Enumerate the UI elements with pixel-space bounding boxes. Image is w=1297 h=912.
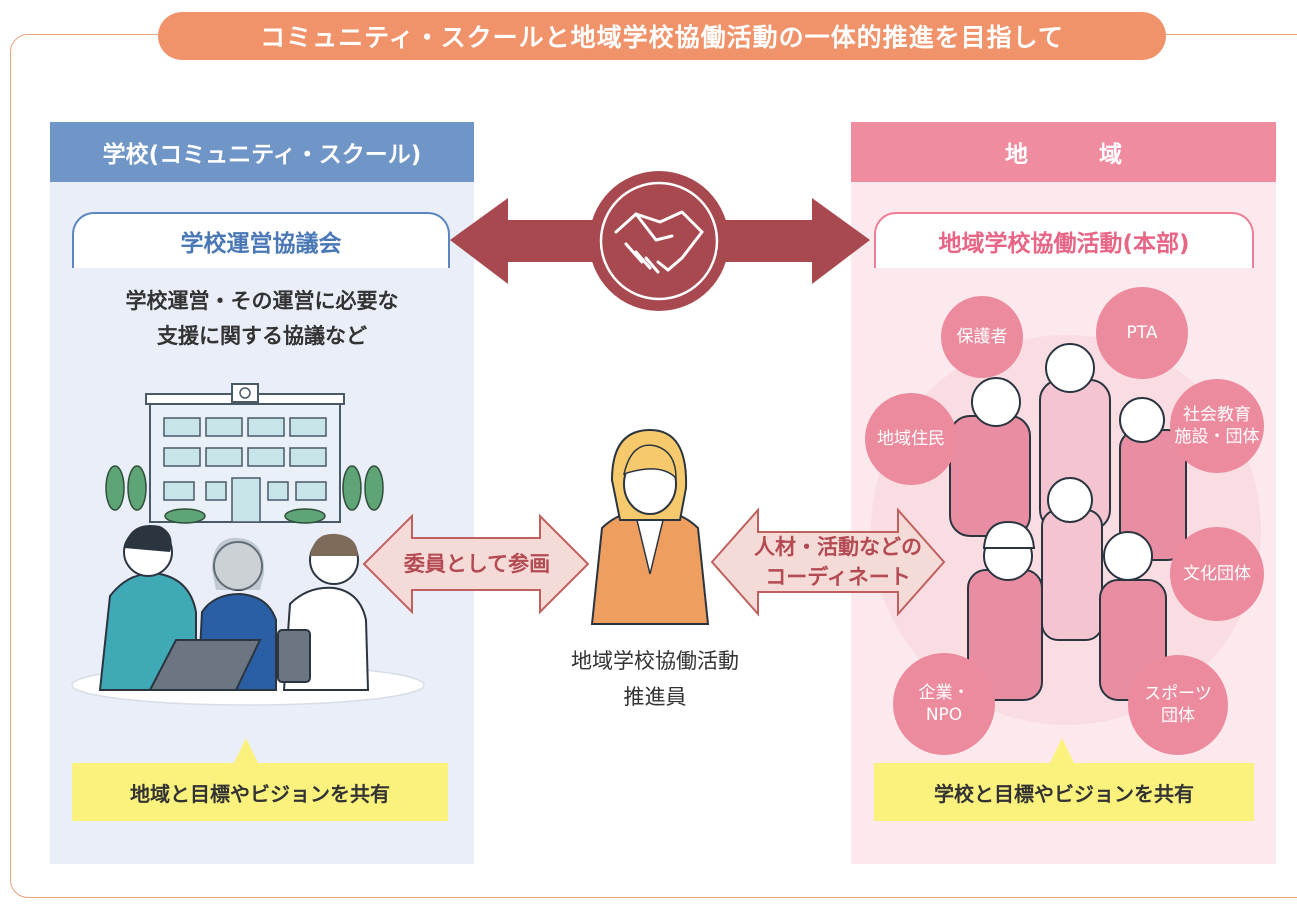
caption-line-2: 推進員 [623,685,687,709]
group-label-line-2: NPO [925,705,963,725]
school-council-title: 学校運営協議会 [72,212,450,268]
coordination-label-line-1: 人材・活動などの [754,535,922,559]
participation-label: 委員として参画 [403,552,551,576]
coordination-arrow [710,507,946,617]
group-label-line-1: 社会教育 [1183,405,1251,425]
left-red-arrow [450,198,620,284]
meeting-people-illustration [71,524,425,706]
participation-arrow [362,513,590,615]
caption-line-1: 地域学校協働活動 [571,649,739,673]
group-circle-pta: PTA [1096,287,1188,379]
page-title: コミュニティ・スクールと地域学校協働活動の一体的推進を目指して [158,12,1166,60]
coordinator-illustration [590,428,710,625]
handshake-circle [589,171,729,311]
group-circle-culture: 文化団体 [1170,527,1264,621]
right-red-arrow [700,198,870,284]
school-panel-header: 学校(コミュニティ・スクール) [50,122,474,182]
group-circle-companies: 企業・ NPO [893,653,995,755]
group-label: PTA [1126,323,1158,343]
group-circle-social-education: 社会教育 施設・団体 [1170,379,1264,473]
handshake-icon [614,210,704,274]
coordinator-caption: 地域学校協働活動 推進員 [530,643,780,715]
school-council-description: 学校運営・その運営に必要な 支援に関する協議など [50,284,474,354]
group-label-line-1: 企業・ [918,683,970,703]
group-circle-parents: 保護者 [941,296,1023,378]
coordination-label: 人材・活動などの コーディネート [740,532,936,592]
group-label: 地域住民 [877,429,945,449]
description-line-2: 支援に関する協議など [157,324,367,348]
school-building-illustration [105,383,384,524]
community-panel-header: 地 域 [851,122,1276,182]
group-label-line-2: 施設・団体 [1174,427,1260,447]
description-line-1: 学校運営・その運営に必要な [125,289,399,313]
coordination-label-line-2: コーディネート [765,565,911,589]
group-circle-sports: スポーツ 団体 [1128,655,1228,755]
group-label: 文化団体 [1183,564,1251,584]
group-label-line-2: 団体 [1160,706,1195,726]
community-activity-title: 地域学校協働活動(本部) [874,212,1254,268]
group-circle-residents: 地域住民 [865,393,957,485]
group-label-line-1: スポーツ [1144,684,1212,704]
community-people-illustration [949,343,1187,701]
school-shared-vision: 地域と目標やビジョンを共有 [72,763,448,821]
group-label: 保護者 [956,327,1008,347]
community-shared-vision: 学校と目標やビジョンを共有 [874,763,1254,821]
